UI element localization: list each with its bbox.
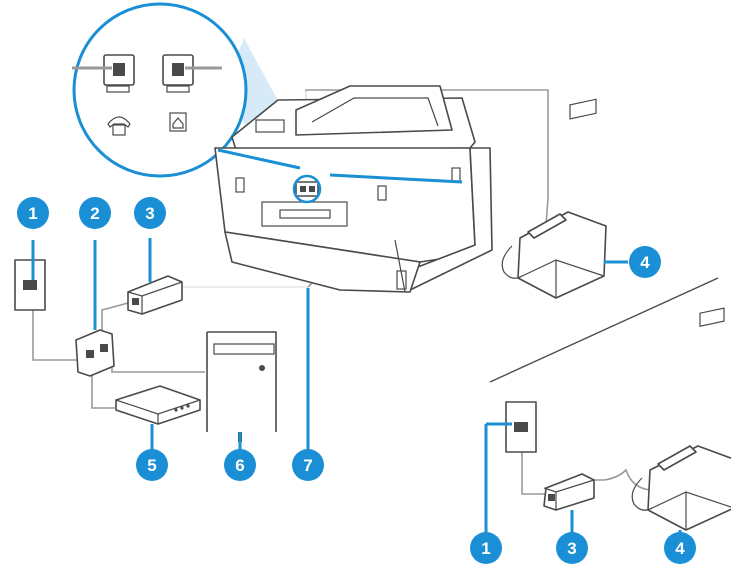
callout-telephone-inset: 4 xyxy=(664,532,696,564)
computer xyxy=(206,331,277,455)
telephone-icon xyxy=(107,116,131,136)
telephone-inset xyxy=(631,307,731,540)
cable-inset-filter-to-phone xyxy=(586,468,651,491)
callout-dsl-filter-inset: 3 xyxy=(556,532,588,564)
cable-splitter-to-computer xyxy=(111,366,205,373)
callout-modem: 5 xyxy=(136,449,168,481)
ext-port xyxy=(72,54,135,93)
inset-divider xyxy=(489,277,719,383)
callout-phone-cord: 7 xyxy=(292,449,324,481)
callout-splitter: 2 xyxy=(79,197,111,229)
cable-splitter-to-modem xyxy=(91,372,115,409)
svg-text:3: 3 xyxy=(145,204,154,223)
svg-text:6: 6 xyxy=(235,456,244,475)
wall-jack xyxy=(14,240,46,311)
svg-text:3: 3 xyxy=(567,539,576,558)
modem xyxy=(115,385,201,455)
wall-jack-inset xyxy=(484,401,537,534)
wall-jack-icon xyxy=(169,112,187,132)
splitter xyxy=(75,240,115,377)
dsl-filter xyxy=(127,238,183,315)
callout-dsl-filter: 3 xyxy=(134,197,166,229)
line-port xyxy=(162,54,222,93)
svg-text:1: 1 xyxy=(28,204,37,223)
dsl-filter-inset xyxy=(543,473,595,538)
printer xyxy=(214,85,493,293)
callout-telephone: 4 xyxy=(629,246,661,278)
svg-text:2: 2 xyxy=(90,204,99,223)
svg-text:4: 4 xyxy=(675,539,685,558)
svg-text:5: 5 xyxy=(147,456,156,475)
port-zoom-circle xyxy=(72,2,248,178)
cable-wall-to-splitter xyxy=(32,298,78,361)
callout-computer: 6 xyxy=(224,449,256,481)
svg-text:1: 1 xyxy=(481,539,490,558)
telephone xyxy=(501,98,628,299)
cable-splitter-to-filter xyxy=(101,302,129,338)
svg-text:4: 4 xyxy=(640,253,650,272)
svg-text:7: 7 xyxy=(303,456,312,475)
callout-wall-jack: 1 xyxy=(17,197,49,229)
callout-wall-jack-inset: 1 xyxy=(470,532,502,564)
